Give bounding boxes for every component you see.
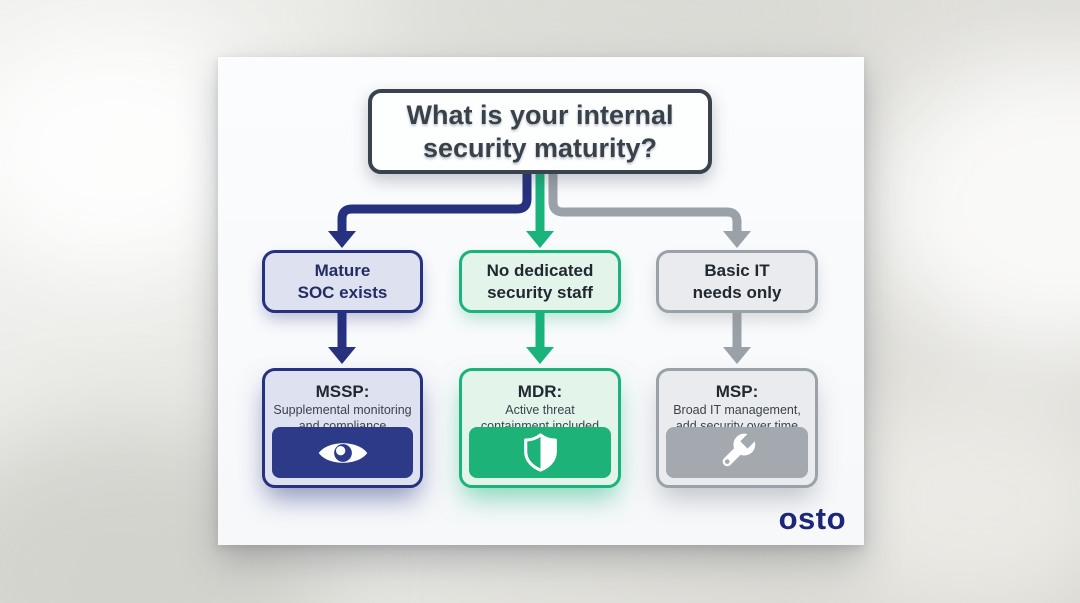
arrowhead-navy	[328, 231, 356, 248]
title-box: What is your internal security maturity?	[368, 89, 712, 174]
arrowhead-gray	[723, 347, 751, 364]
result-title: MDR:	[517, 382, 563, 401]
shield-icon	[523, 433, 557, 472]
arrowhead-green	[526, 347, 554, 364]
result-msp: MSP: Broad IT management, add security o…	[656, 368, 818, 488]
bokeh-blob	[870, 50, 1080, 360]
eye-icon	[318, 442, 367, 463]
arrowhead-gray	[723, 231, 751, 248]
condition-line-1: Basic IT	[704, 261, 770, 281]
arrowhead-navy	[328, 347, 356, 364]
arrow-to-basic-it	[548, 174, 742, 233]
result-title: MSP:	[715, 382, 759, 401]
result-subtitle-line-1: Supplemental monitoring	[273, 403, 412, 417]
osto-logo: osto	[778, 501, 846, 536]
condition-mature-soc: Mature SOC exists	[262, 250, 423, 313]
condition-line-1: Mature	[314, 261, 371, 281]
result-subtitle-line-1: Active threat	[505, 403, 575, 417]
condition-no-security-staff: No dedicated security staff	[459, 250, 621, 313]
arrow-to-mature-soc	[337, 174, 532, 233]
mssp-icon-bar	[272, 427, 413, 478]
condition-basic-it: Basic IT needs only	[656, 250, 818, 313]
connector-arrows	[328, 174, 751, 364]
condition-line-2: security staff	[487, 282, 593, 302]
condition-line-2: needs only	[692, 282, 782, 302]
result-mssp: MSSP: Supplemental monitoring and compli…	[262, 368, 423, 488]
mdr-icon-bar	[469, 427, 611, 478]
title-line-2: security maturity?	[422, 132, 658, 163]
infographic-card: What is your internal security maturity?…	[218, 57, 864, 545]
arrowhead-green	[526, 231, 554, 248]
condition-line-1: No dedicated	[486, 261, 594, 281]
title-line-1: What is your internal	[406, 99, 674, 130]
result-subtitle-line-1: Broad IT management,	[673, 403, 801, 417]
wrench-icon	[722, 433, 756, 466]
result-title: MSSP:	[315, 382, 370, 401]
result-mdr: MDR: Active threat containment included	[459, 368, 621, 488]
msp-icon-bar	[666, 427, 808, 478]
condition-line-2: SOC exists	[297, 282, 388, 302]
bokeh-blob	[830, 380, 1080, 603]
